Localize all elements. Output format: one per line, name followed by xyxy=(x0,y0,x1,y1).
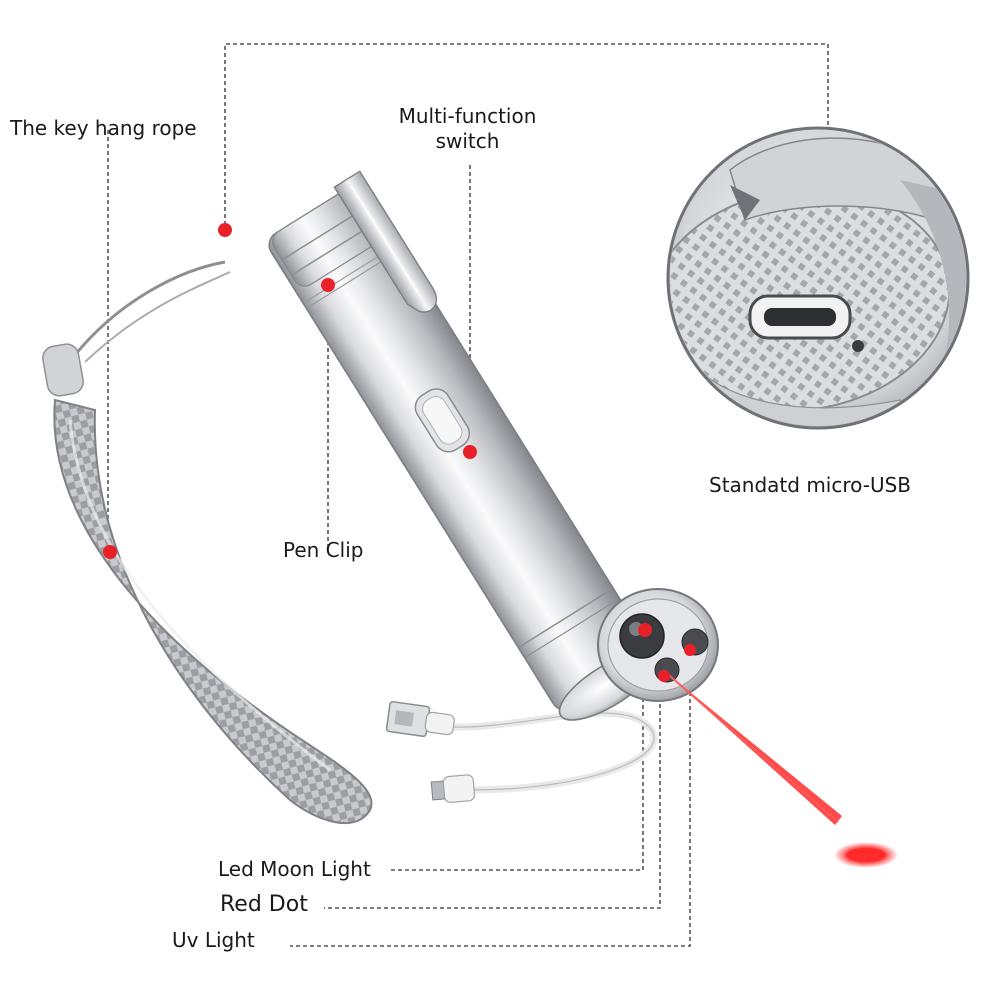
marker-pen-clip xyxy=(321,278,335,292)
usb-cable xyxy=(385,701,658,804)
marker-key-rope-tip xyxy=(218,223,232,237)
label-pen-clip: Pen Clip xyxy=(283,538,364,562)
label-uv-light: Uv Light xyxy=(172,928,255,952)
micro-usb-inset xyxy=(666,126,970,430)
marker-switch xyxy=(463,445,477,459)
label-red-dot: Red Dot xyxy=(220,892,308,917)
callout-markers xyxy=(103,223,696,682)
label-micro-usb: Standatd micro-USB xyxy=(709,473,912,497)
marker-uv-light xyxy=(658,670,670,682)
laser-beam xyxy=(662,669,898,868)
marker-key-rope xyxy=(103,545,117,559)
label-multi-function-switch: Multi-function switch xyxy=(398,104,537,153)
label-led-moon-light: Led Moon Light xyxy=(218,857,371,881)
front-lens-face xyxy=(597,588,719,702)
laser-pointer-body xyxy=(268,170,658,721)
marker-red-dot xyxy=(684,644,696,656)
marker-led-moon-light xyxy=(638,623,652,637)
label-key-hang-rope: The key hang rope xyxy=(10,116,197,140)
lanyard-strap xyxy=(42,260,373,825)
